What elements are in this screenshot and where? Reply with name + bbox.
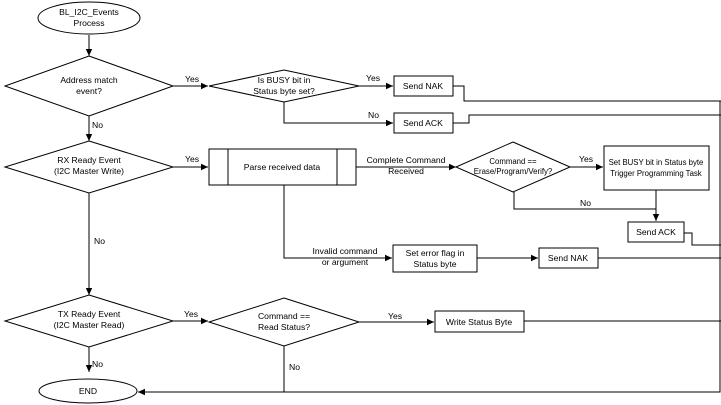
edge-label: Yes (185, 154, 199, 164)
edge-send-nak-1-out (453, 85, 721, 102)
edge-label: Complete Command (367, 155, 446, 165)
edge-command-no (513, 192, 656, 210)
edge-label: No (368, 110, 379, 120)
node-label-line: Command == (489, 157, 537, 166)
predefined-parse-data: Parse received data (208, 148, 357, 186)
edge-label: No (92, 359, 103, 369)
node-label-line: Parse received data (244, 162, 321, 172)
edge-labels: Yes No Yes No Yes No Complete Command Re… (92, 73, 593, 372)
node-label-line: (I2C Master Read) (54, 320, 125, 330)
decision-command-check: Command == Erase/Program/Verify? (454, 141, 572, 193)
edge-send-ack-2-out (684, 232, 721, 246)
node-label-line: BL_I2C_Events (59, 7, 119, 17)
process-set-error: Set error flag in Status byte (392, 244, 478, 273)
node-label-line: TX Ready Event (58, 309, 121, 319)
process-send-ack-2: Send ACK (627, 221, 685, 243)
node-label-line: Send NAK (403, 81, 443, 91)
edge-label: No (94, 236, 105, 246)
edge-label: Yes (366, 73, 380, 83)
node-label-line: Trigger Programming Task (610, 169, 702, 178)
node-label-line: Set error flag in (406, 248, 465, 258)
node-label-line: Send ACK (403, 118, 443, 128)
process-send-nak-1: Send NAK (393, 75, 454, 97)
edge-label: No (92, 120, 103, 130)
edge-label: Yes (184, 309, 198, 319)
node-label-line: Address match (60, 75, 118, 85)
edge-label: No (289, 362, 300, 372)
node-label-line: Send ACK (636, 227, 676, 237)
decision-rx-ready: RX Ready Event (I2C Master Write) (3, 140, 175, 194)
edge-label: Invalid command (313, 246, 378, 256)
edge-invalid-command (283, 185, 392, 262)
node-label-line: Status byte (414, 259, 457, 269)
edge-busy-no (283, 102, 393, 127)
node-label-line: Command == (258, 311, 310, 321)
edge-label: Yes (388, 311, 402, 321)
process-write-status: Write Status Byte (434, 310, 525, 333)
process-send-nak-2: Send NAK (538, 247, 599, 269)
edge-label: Received (388, 166, 424, 176)
node-label-line: Is BUSY bit in (258, 75, 311, 85)
decision-tx-ready: TX Ready Event (I2C Master Read) (3, 294, 175, 348)
decision-busy-check: Is BUSY bit in Status byte set? (208, 69, 360, 103)
node-label-line: Set BUSY bit in Status byte (609, 158, 704, 167)
edge-label: Yes (579, 154, 593, 164)
node-label-line: Status byte set? (253, 86, 315, 96)
node-end: END (38, 378, 138, 404)
edge-return-bus (138, 101, 721, 396)
decision-address-match: Address match event? (3, 55, 175, 117)
node-start: BL_I2C_Events Process (37, 1, 141, 35)
node-label-line: Write Status Byte (446, 317, 512, 327)
edge-label: Yes (185, 74, 199, 84)
node-label-line: Read Status? (258, 322, 310, 332)
edge-label: or argument (322, 257, 369, 267)
edge-label: No (580, 198, 591, 208)
edge-send-ack-1-out (453, 114, 721, 124)
process-send-ack-1: Send ACK (393, 112, 454, 134)
connectors (85, 35, 721, 396)
node-label-line: RX Ready Event (57, 155, 121, 165)
process-set-busy: Set BUSY bit in Status byte Trigger Prog… (603, 145, 710, 191)
node-label-line: (I2C Master Write) (54, 166, 124, 176)
node-label-line: Erase/Program/Verify? (474, 167, 553, 176)
node-label-line: event? (76, 86, 102, 96)
decision-read-status: Command == Read Status? (207, 297, 361, 347)
node-label-line: Process (73, 18, 104, 28)
node-label-line: END (79, 386, 97, 396)
node-label-line: Send NAK (548, 253, 588, 263)
